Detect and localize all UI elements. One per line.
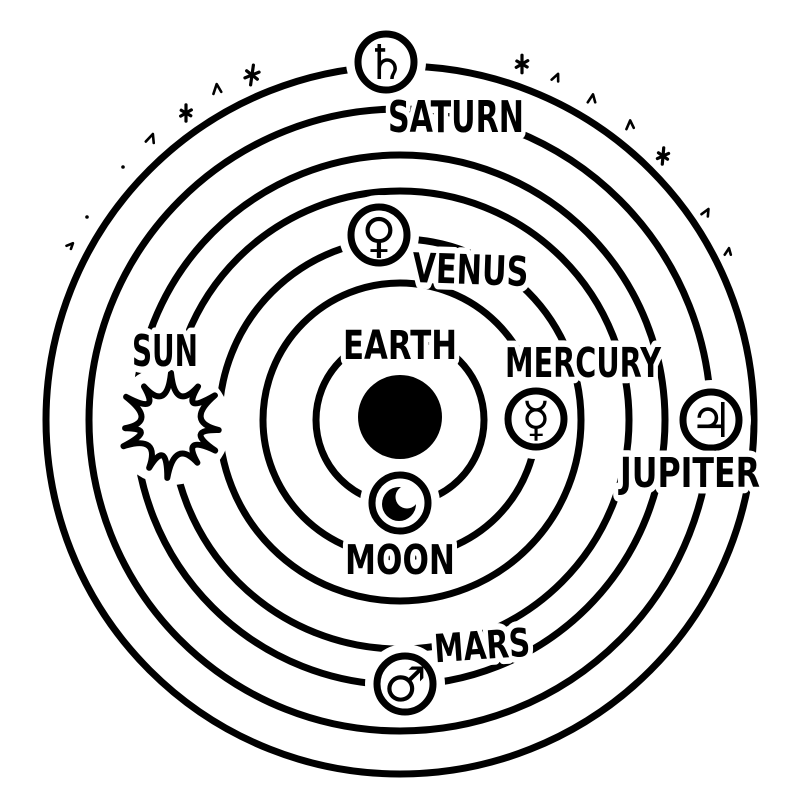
moon-label: MOON: [345, 536, 455, 584]
star-dot-icon: [121, 165, 125, 169]
mercury-symbol-icon: ☿: [521, 392, 550, 448]
mars-group: ♂MARS: [365, 614, 538, 724]
venus-symbol-icon: ♀: [361, 208, 396, 264]
sun-burst-icon: [120, 370, 222, 481]
venus-medallion: [347, 203, 411, 267]
jupiter-medallion: [679, 388, 743, 452]
sparkle-mark-icon: [212, 82, 223, 96]
six-point-star-icon: [514, 53, 530, 75]
jupiter-symbol-icon: ♃: [689, 393, 732, 449]
sparkle-mark-icon: [625, 119, 636, 131]
earth-label: EARTH: [343, 323, 457, 369]
sparkle-mark-icon: [723, 246, 733, 256]
moon-crescent-icon: [382, 485, 419, 521]
planet-features: MOON ☿ MERCURY ♀ VENUS SUN ♂MARS ♃JUPITER ♄SATUR…: [111, 22, 767, 724]
moon-group: MOON: [339, 463, 462, 591]
star-dot-icon: [85, 215, 89, 219]
mercury-label: MERCURY: [505, 339, 662, 387]
mercury-group: ☿ MERCURY: [496, 333, 668, 459]
earth-group: EARTH: [337, 317, 464, 459]
sparkle-mark-icon: [65, 241, 75, 251]
saturn-symbol-icon: ♄: [364, 35, 407, 91]
mercury-medallion: [504, 387, 568, 451]
jupiter-group: ♃JUPITER: [611, 380, 767, 504]
six-point-star-icon: [655, 146, 671, 166]
earth-disc-icon: [358, 375, 442, 459]
sparkle-mark-icon: [144, 132, 156, 145]
six-point-star-icon: [179, 103, 193, 123]
mars-medallion: [373, 652, 437, 716]
six-point-star-icon: [243, 63, 261, 87]
sun-label: SUN: [132, 326, 198, 377]
saturn-label: SATURN: [388, 92, 524, 143]
venus-label: VENUS: [412, 244, 530, 296]
star-spoke: [656, 151, 670, 161]
sparkle-mark-icon: [586, 93, 597, 104]
star-spoke: [515, 59, 529, 69]
star-spoke: [245, 69, 259, 81]
jupiter-label: JUPITER: [618, 449, 760, 497]
mars-symbol-icon: ♂: [383, 657, 426, 713]
sparkle-mark-icon: [550, 72, 560, 83]
venus-group: ♀ VENUS: [339, 195, 536, 303]
mars-label: MARS: [433, 621, 532, 673]
star-spoke: [179, 108, 193, 118]
sparkle-mark-icon: [700, 207, 710, 218]
saturn-medallion: [354, 30, 418, 94]
saturn-group: ♄SATURN: [346, 22, 531, 150]
sun-group: SUN: [111, 320, 231, 485]
crescent-bite: [395, 485, 419, 509]
background-stars: [65, 53, 733, 256]
